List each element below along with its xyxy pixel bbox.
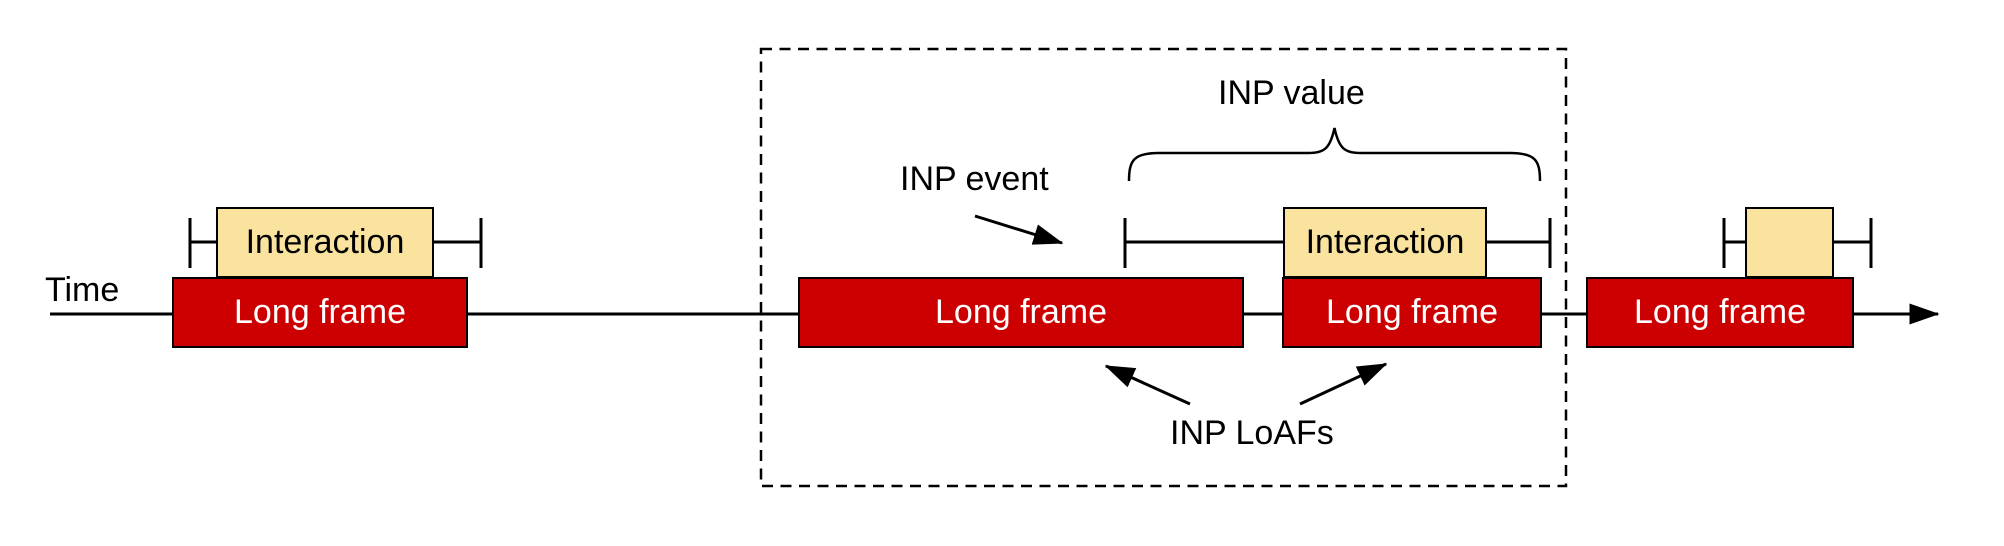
interaction-label: Interaction xyxy=(1305,223,1465,261)
long-frame-box-1: Long frame xyxy=(172,277,468,348)
interaction-box-2: Interaction xyxy=(1283,207,1487,278)
inp-loaf-arrow-left xyxy=(1104,364,1191,406)
long-frame-box-2: Long frame xyxy=(798,277,1244,348)
time-axis-label: Time xyxy=(45,271,120,309)
long-frame-box-3: Long frame xyxy=(1282,277,1542,348)
long-frame-label: Long frame xyxy=(1326,293,1498,331)
interaction1-whiskers xyxy=(188,218,483,268)
interaction-label: Interaction xyxy=(245,223,405,261)
long-frame-box-4: Long frame xyxy=(1586,277,1854,348)
long-frame-label: Long frame xyxy=(935,293,1107,331)
inp-group-dashed-box xyxy=(759,47,1568,488)
long-frame-label: Long frame xyxy=(1634,293,1806,331)
inp-loafs-label: INP LoAFs xyxy=(1170,414,1334,452)
inp-event-arrow xyxy=(974,214,1064,245)
long-frame-label: Long frame xyxy=(234,293,406,331)
inp-value-brace xyxy=(1127,127,1542,182)
interaction3-whiskers xyxy=(1722,218,1873,268)
inp-value-label: INP value xyxy=(1218,74,1365,112)
inp-loaf-arrow-right xyxy=(1299,362,1388,406)
inp-event-label: INP event xyxy=(900,160,1049,198)
interaction2-whiskers xyxy=(1123,218,1552,268)
interaction-box-1: Interaction xyxy=(216,207,434,278)
interaction-box-3 xyxy=(1745,207,1834,278)
